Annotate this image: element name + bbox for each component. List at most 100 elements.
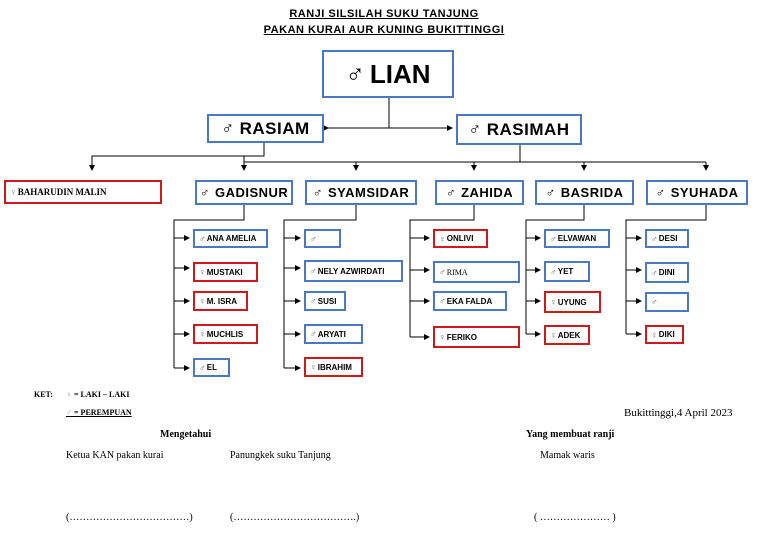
legend-line-2: ♂ = PEREMPUAN — [66, 408, 132, 417]
female-symbol-icon: ♀ — [550, 330, 557, 340]
node-label: RASIAM — [239, 118, 310, 138]
node-label: ADEK — [557, 330, 581, 340]
male-symbol-icon: ♂ — [66, 408, 72, 417]
signer-3-role: Mamak waris — [540, 450, 595, 461]
node-label: MUSTAKI — [206, 267, 243, 277]
line-syamsidar-stem — [283, 205, 357, 368]
node-label: YET — [557, 267, 574, 276]
male-symbol-icon: ♂ — [439, 267, 446, 277]
node-zahida[interactable]: ♂ ZAHIDA — [435, 180, 524, 205]
node-ibrahim[interactable]: ♀IBRAHIM — [304, 357, 363, 377]
node-label: NELY AZWIRDATI — [317, 266, 385, 276]
female-symbol-icon: ♀ — [66, 390, 72, 399]
male-symbol-icon: ♂ — [468, 119, 482, 139]
node-lian[interactable]: ♂ LIAN — [322, 50, 454, 98]
male-symbol-icon: ♂ — [651, 297, 658, 307]
male-symbol-icon: ♂ — [445, 185, 457, 200]
female-symbol-icon: ♀ — [199, 329, 206, 339]
node-mustaki[interactable]: ♀MUSTAKI — [193, 262, 258, 282]
node-label: SYUHADA — [670, 185, 739, 200]
node-gadisnur[interactable]: ♂ GADISNUR — [195, 180, 293, 205]
node-label: IBRAHIM — [317, 362, 352, 372]
line-zahida-stem — [409, 205, 475, 337]
node-label: UYUNG — [557, 297, 587, 307]
node-muchlis[interactable]: ♀MUCHLIS — [193, 324, 258, 344]
female-symbol-icon: ♀ — [199, 267, 206, 277]
female-symbol-icon: ♀ — [550, 297, 557, 307]
female-symbol-icon: ♀ — [439, 332, 446, 342]
line-rasiam-right — [241, 155, 264, 171]
male-symbol-icon: ♂ — [345, 58, 365, 89]
male-symbol-icon: ♂ — [310, 296, 317, 306]
node-label: BAHARUDIN MALIN — [17, 187, 107, 197]
made-by-heading: Yang membuat ranji — [526, 429, 615, 440]
female-symbol-icon: ♀ — [199, 296, 206, 306]
male-symbol-icon: ♂ — [545, 185, 556, 200]
node-feriko[interactable]: ♀FERIKO — [433, 326, 520, 348]
male-symbol-icon: ♂ — [310, 329, 317, 339]
node-susi[interactable]: ♂SUSI — [304, 291, 346, 311]
node-label: FERIKO — [446, 332, 477, 342]
node-nely-azwirdati[interactable]: ♂NELY AZWIRDATI — [304, 260, 403, 282]
node-onlivi[interactable]: ♀ONLIVI — [433, 229, 488, 248]
node-label: ARYATI — [317, 329, 346, 339]
signer-3-line: ( ………………… ) — [534, 512, 616, 523]
node-diki[interactable]: ♀DIKI — [645, 325, 684, 344]
male-symbol-icon: ♂ — [550, 233, 557, 244]
male-symbol-icon: ♂ — [310, 266, 317, 276]
node-label: GADISNUR — [214, 185, 289, 200]
node-adek[interactable]: ♀ADEK — [544, 325, 590, 345]
signer-1-role: Ketua KAN pakan kurai — [66, 450, 164, 461]
line-rasiam-down — [89, 143, 265, 171]
node-syuhada[interactable]: ♂ SYUHADA — [646, 180, 748, 205]
signer-1-line: (………………………………) — [66, 512, 193, 523]
female-symbol-icon: ♀ — [310, 362, 317, 372]
node-syamsidar[interactable]: ♂ SYAMSIDAR — [305, 180, 417, 205]
male-symbol-icon: ♂ — [199, 362, 206, 373]
male-symbol-icon: ♂ — [199, 185, 210, 200]
male-symbol-icon: ♂ — [651, 233, 658, 244]
node-label: ANA AMELIA — [206, 234, 257, 243]
node-rasiam[interactable]: ♂ RASIAM — [207, 114, 324, 143]
node-dini[interactable]: ♂DINI — [645, 262, 689, 283]
node-m-isra[interactable]: ♀M. ISRA — [193, 291, 248, 311]
legend-label: KET: — [34, 390, 53, 399]
node-baharudin-malin[interactable]: ♀ BAHARUDIN MALIN — [4, 180, 162, 204]
line-syuhada-stem — [625, 205, 707, 334]
male-symbol-icon: ♂ — [221, 118, 235, 138]
female-symbol-icon: ♀ — [439, 233, 446, 244]
node-basrida[interactable]: ♂ BASRIDA — [535, 180, 634, 205]
node-desi[interactable]: ♂DESI — [645, 229, 689, 248]
node-label: MUCHLIS — [206, 329, 244, 339]
title-line-1: RANJI SILSILAH SUKU TANJUNG — [289, 8, 479, 20]
node-ana-amelia[interactable]: ♂ANA AMELIA — [193, 229, 268, 248]
male-symbol-icon: ♂ — [655, 185, 666, 200]
node-label: EL — [206, 363, 217, 372]
node-label: RIMA — [446, 267, 468, 277]
male-symbol-icon: ♂ — [312, 185, 323, 200]
node-yet[interactable]: ♂YET — [544, 261, 590, 282]
node-eka-falda[interactable]: ♂EKA FALDA — [433, 291, 507, 311]
male-symbol-icon: ♂ — [199, 233, 206, 244]
node-label: M. ISRA — [206, 296, 237, 306]
node-label: ELVAWAN — [557, 234, 597, 243]
node-label: BASRIDA — [560, 185, 624, 200]
node-aryati[interactable]: ♂ARYATI — [304, 324, 363, 344]
node-elvawan[interactable]: ♂ELVAWAN — [544, 229, 610, 248]
node-syamsidar-child-1[interactable]: ♂ — [304, 229, 341, 248]
known-by-heading: Mengetahui — [160, 429, 212, 440]
node-label: RASIMAH — [486, 119, 570, 139]
node-rasimah[interactable]: ♂ RASIMAH — [456, 114, 582, 145]
node-syuhada-child-3[interactable]: ♂ — [645, 292, 689, 312]
node-label: ZAHIDA — [461, 185, 514, 200]
node-label: DIKI — [658, 330, 675, 339]
place-date: Bukittinggi,4 April 2023 — [624, 407, 733, 419]
node-el[interactable]: ♂EL — [193, 358, 230, 377]
node-uyung[interactable]: ♀UYUNG — [544, 291, 601, 313]
male-symbol-icon: ♂ — [550, 266, 557, 277]
node-label: DESI — [658, 234, 678, 243]
node-rima[interactable]: ♂RIMA — [433, 261, 520, 283]
node-label: LIAN — [369, 58, 431, 89]
node-label: SUSI — [317, 296, 337, 306]
